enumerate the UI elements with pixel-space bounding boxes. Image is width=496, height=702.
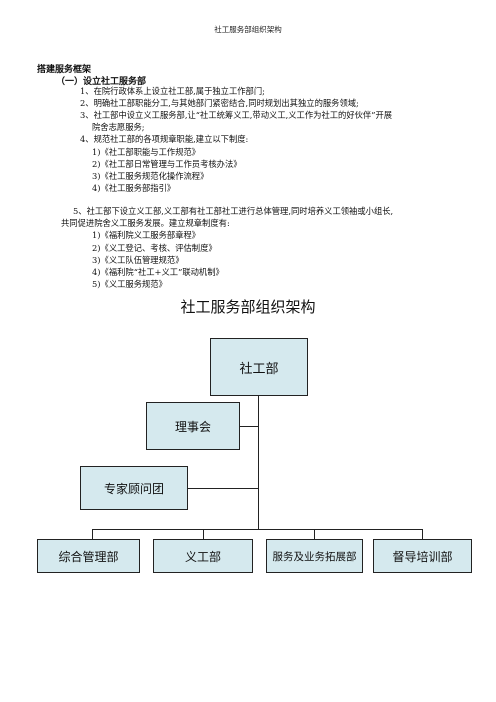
list-item: 1、在院行政体系上设立社工部,属于独立工作部门; (80, 86, 265, 96)
subsection-title: （一）设立社工服务部 (56, 77, 147, 87)
department-drop (422, 529, 423, 539)
advisors-box: 专家顾问团 (80, 466, 188, 510)
list-item: 3、社工部中设立义工服务部,让“社工统筹义工,带动义工,义工作为社工的好伙伴”开… (80, 110, 393, 120)
list-item: 5、社工部下设立义工部,义工部有社工部社工进行总体管理,同时培养义工领袖或小组长… (73, 206, 394, 216)
list-item: 2、明确社工部职能分工,与其她部门紧密结合,同时规划出其独立的服务领域; (80, 98, 359, 108)
list-item: 2)《社工部日常管理与工作员考核办法》 (92, 159, 242, 169)
section-title: 搭建服务框架 (37, 65, 92, 75)
board-connector (240, 426, 258, 427)
department-box: 义工部 (153, 539, 253, 573)
list-item: 院舍志愿服务; (92, 122, 145, 132)
org-chart-title: 社工服务部组织架构 (180, 298, 316, 316)
list-item: 3)《社工服务规范化操作流程》 (92, 171, 209, 181)
list-item: 4)《社工服务部指引》 (92, 183, 176, 193)
department-box: 综合管理部 (37, 539, 140, 573)
list-item: 1)《福利院义工服务部章程》 (92, 230, 201, 240)
department-bus (92, 529, 422, 530)
department-drop (314, 529, 315, 539)
root-box: 社工部 (210, 338, 308, 396)
department-box: 服务及业务拓展部 (266, 539, 363, 573)
list-item: 4)《福利院“社工+义工”联动机制》 (92, 267, 224, 277)
board-box: 理事会 (146, 402, 240, 450)
list-item: 3)《义工队伍管理规范》 (92, 255, 184, 265)
list-item: 4、规范社工部的各项规章职能,建立以下制度: (80, 134, 249, 144)
list-item: 2)《义工登记、考核、评估制度》 (92, 243, 217, 253)
department-drop (92, 529, 93, 539)
list-item: 5)《义工服务规范》 (92, 279, 167, 289)
list-item: 1)《社工部职能与工作规范》 (92, 147, 201, 157)
list-item: 共同促进院舍义工服务发展。建立规章制度有: (61, 218, 230, 228)
page-header: 社工服务部组织架构 (214, 25, 282, 34)
trunk-line (258, 396, 259, 529)
department-drop (203, 529, 204, 539)
department-box: 督导培训部 (373, 539, 472, 573)
advisors-connector (188, 488, 258, 489)
